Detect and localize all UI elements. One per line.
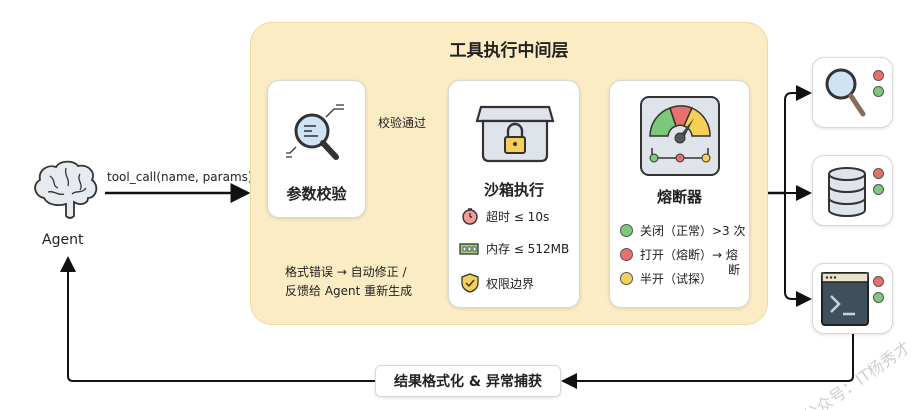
validate-title: 参数校验 — [286, 185, 347, 203]
tool-card-database[interactable] — [812, 155, 893, 226]
brain-icon — [34, 160, 98, 219]
breaker-state-closed: 关闭（正常）>3 次 — [620, 222, 746, 239]
green-status-icon — [873, 86, 884, 97]
memory-label: 内存 ≤ 512MB — [486, 242, 570, 256]
memory-chip-icon — [459, 242, 479, 255]
breaker-card[interactable]: 熔断器 关闭（正常）>3 次 打开（熔断）→ 熔 断 半开（试探） — [609, 80, 750, 308]
terminal-icon — [821, 272, 869, 326]
return-label: 结果格式化 & 异常捕获 — [394, 374, 542, 390]
green-dot-icon — [620, 224, 633, 237]
stopwatch-icon — [462, 208, 478, 225]
middleware-title: 工具执行中间层 — [449, 41, 569, 61]
red-status-icon — [873, 276, 884, 287]
tool-card-terminal[interactable] — [812, 263, 893, 334]
search-icon — [825, 68, 866, 117]
error-label-line2: 反馈给 Agent 重新生成 — [285, 284, 413, 298]
dispatch-branch-top — [784, 85, 812, 193]
open-label: 打开（熔断）→ 熔 — [640, 248, 738, 262]
red-status-icon — [873, 70, 884, 81]
breaker-state-half-open: 半开（试探） — [620, 270, 712, 287]
open-label-wrap: 断 — [728, 263, 741, 277]
validate-card[interactable]: 参数校验 — [267, 80, 366, 218]
half-open-label: 半开（试探） — [640, 272, 713, 286]
green-status-icon — [873, 292, 884, 303]
gauge-icon — [640, 96, 720, 176]
sandbox-title: 沙箱执行 — [483, 181, 544, 199]
sandbox-card[interactable]: 沙箱执行 超时 ≤ 10s 内存 ≤ 512MB 权限边界 — [448, 80, 580, 308]
yellow-dot-icon — [620, 272, 633, 285]
pass-label: 校验通过 — [378, 116, 427, 130]
return-line-left — [60, 256, 375, 382]
locked-box-icon — [475, 105, 555, 163]
sandbox-item-permission: 权限边界 — [461, 273, 534, 293]
error-label-line1: 格式错误 → 自动修正 / — [285, 265, 407, 279]
return-line-right — [561, 333, 854, 389]
return-box[interactable]: 结果格式化 & 异常捕获 — [375, 365, 561, 397]
sandbox-item-memory: 内存 ≤ 512MB — [459, 240, 569, 257]
sandbox-item-timeout: 超时 ≤ 10s — [461, 207, 549, 225]
tool-card-search[interactable] — [812, 57, 893, 128]
magnifier-doc-icon — [286, 104, 344, 160]
timeout-label: 超时 ≤ 10s — [486, 209, 550, 224]
dispatch-branch-bottom — [784, 193, 812, 307]
agent-label: Agent — [42, 232, 84, 248]
breaker-title: 熔断器 — [656, 188, 702, 206]
call-label: tool_call(name, params) — [107, 170, 253, 184]
green-status-icon — [873, 184, 884, 195]
red-status-icon — [873, 168, 884, 179]
permission-label: 权限边界 — [486, 276, 535, 291]
shield-check-icon — [461, 273, 479, 293]
breaker-state-open: 打开（熔断）→ 熔 — [620, 246, 738, 263]
closed-label: 关闭（正常）>3 次 — [640, 224, 746, 238]
database-icon — [828, 167, 866, 217]
red-dot-icon — [620, 248, 633, 261]
